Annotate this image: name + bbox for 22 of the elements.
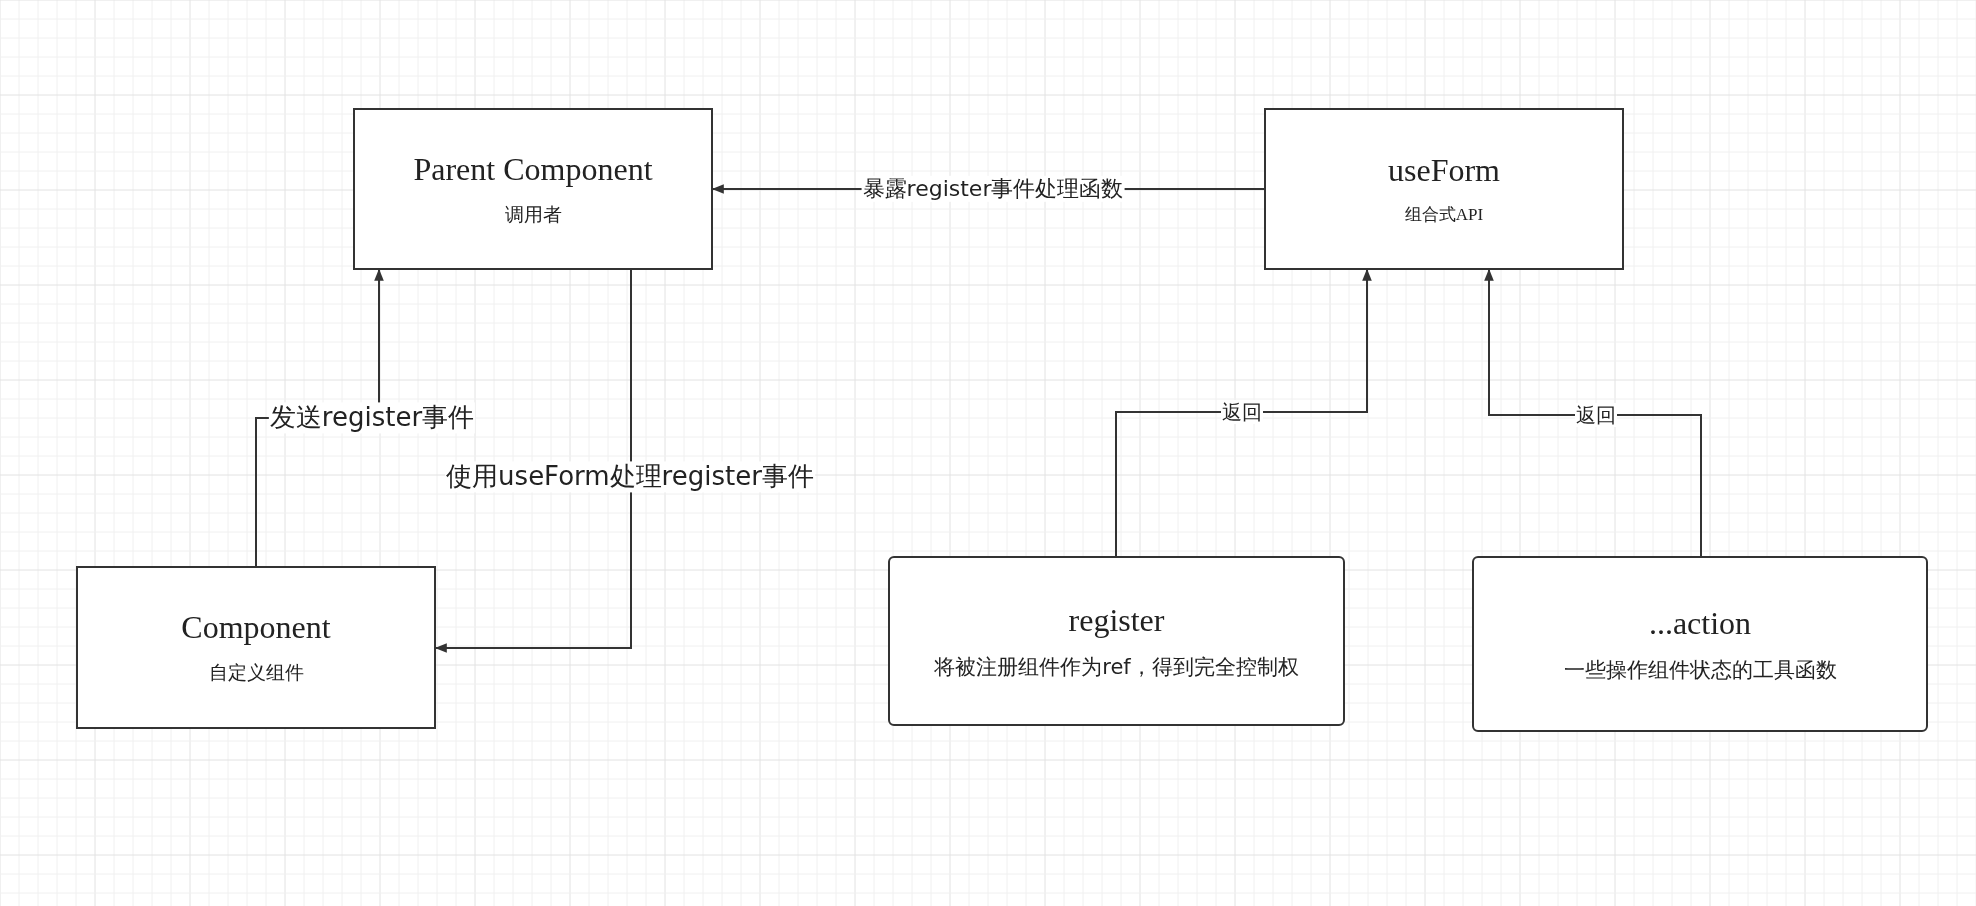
component-box [76, 566, 436, 729]
component-title: Component [181, 609, 331, 646]
edge-label: 发送register事件 [268, 402, 476, 434]
component-description: 组合式API [1404, 204, 1484, 226]
component-box [353, 108, 713, 270]
edge-label: 暴露register事件处理函数 [861, 175, 1125, 203]
arrow [1115, 268, 1372, 557]
component-title: Parent Component [413, 150, 653, 188]
component-title: ...action [1648, 604, 1752, 642]
arrow [1484, 268, 1702, 557]
component-box [1264, 108, 1624, 270]
component-description: 自定义组件 [208, 660, 304, 685]
component-title: register [1068, 601, 1165, 639]
component-description: 将被注册组件作为ref，得到完全控制权 [934, 653, 1299, 681]
edge-label: 返回 [1575, 403, 1617, 427]
component-box [888, 556, 1345, 726]
component-box [1472, 556, 1928, 732]
component-description: 一些操作组件状态的工具函数 [1563, 656, 1837, 684]
edge-label: 返回 [1221, 400, 1263, 424]
component-title: useForm [1388, 152, 1500, 189]
component-description: 调用者 [504, 201, 562, 227]
edge-label: 使用useForm处理register事件 [445, 461, 815, 493]
